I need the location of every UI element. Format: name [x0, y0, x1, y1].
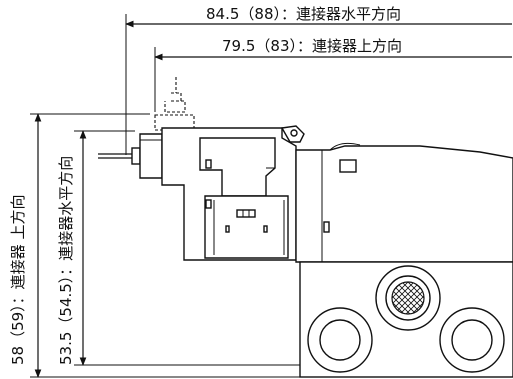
vertical-dimension-outer [30, 113, 150, 378]
dimension-label-horizontal-outer: 84.5（88）：連接器水平方向 [206, 5, 401, 23]
dimension-label-horizontal-inner: 79.5（83）：連接器上方向 [222, 37, 402, 55]
connector-horizontal [98, 133, 163, 179]
horizontal-dimension-inner [154, 47, 512, 112]
manifold-block [295, 142, 513, 263]
filter-mesh [391, 281, 425, 315]
vertical-dimension-inner [74, 130, 300, 366]
connector-up-dashed [154, 77, 195, 131]
base-subplate [299, 261, 513, 378]
dimension-label-vertical-inner: 53.5（54.5）：連接器水平方向 [57, 156, 75, 365]
dimension-label-vertical-outer: 58（59）：連接器 上方向 [9, 195, 27, 365]
valve-body [161, 125, 305, 261]
